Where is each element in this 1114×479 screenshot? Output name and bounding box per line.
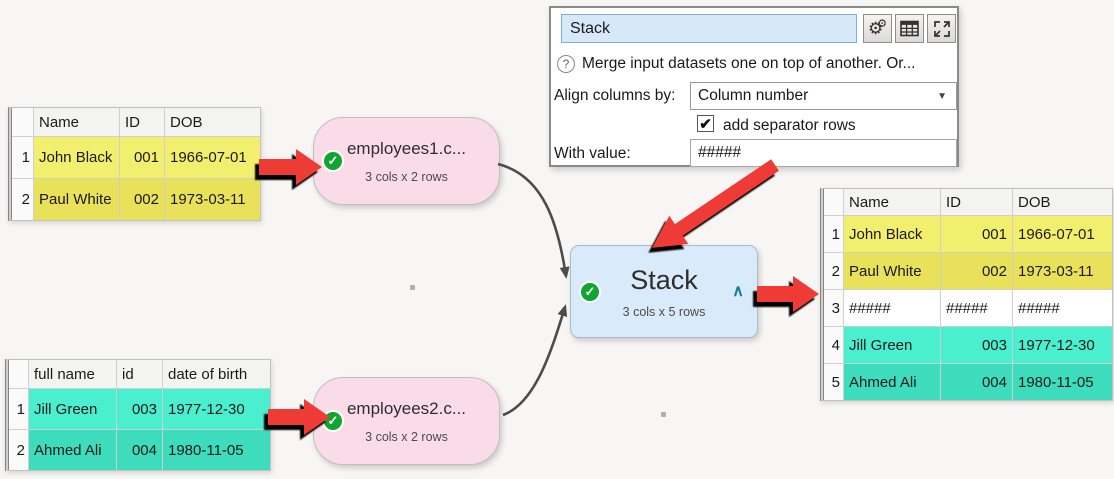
table-cell: Paul White [34,179,119,220]
row-number: 4 [824,327,843,363]
table-cell: 1980-11-05 [163,430,270,470]
table-cell: Paul White [844,253,940,289]
column-header: Name [34,108,119,136]
table-cell: 1973-03-11 [165,179,260,220]
table-cell: 1973-03-11 [1013,253,1112,289]
table-cell: ##### [1013,290,1112,326]
table-cell: Ahmed Ali [29,430,116,470]
expand-button[interactable] [927,14,956,43]
column-header: DOB [165,108,260,136]
table-cell: 1966-07-01 [1013,216,1112,252]
column-header: DOB [1013,189,1112,215]
table-cell: Jill Green [29,389,116,429]
output-table: Name ID DOB 1 John Black 001 1966-07-01 … [820,188,1113,401]
add-separator-rows-label: add separator rows [723,117,856,134]
column-header: id [117,360,162,388]
selected-option: Column number [698,87,809,104]
node-dimensions: 3 cols x 2 rows [365,429,448,444]
gear-icon: ⚙ [867,19,884,38]
column-header: ID [941,189,1012,215]
table-cell: 001 [941,216,1012,252]
row-number: 2 [12,179,33,220]
connector-employees2-to-stack [502,304,568,417]
row-number: 1 [12,137,33,178]
corner-header [824,189,843,215]
table-cell: 003 [941,327,1012,363]
node-title: Stack [630,264,698,295]
row-number: 2 [824,253,843,289]
corner-header [9,360,28,388]
table-icon [900,20,919,37]
table-cell: ##### [941,290,1012,326]
row-number: 3 [824,290,843,326]
status-ok-icon: ✓ [322,410,344,432]
stack-properties-panel: Stack ⚙ ⚙ ? Merge inp [549,6,959,167]
table-cell: John Black [844,216,940,252]
node-dimensions: 3 cols x 2 rows [365,169,448,184]
column-header: Name [844,189,940,215]
table-cell: 003 [117,389,162,429]
table-cell: 1966-07-01 [165,137,260,178]
table-cell: 1977-12-30 [163,389,270,429]
annotation-arrow-stack-to-output [757,276,819,312]
connector-employees1-to-stack [497,162,570,279]
table-cell: John Black [34,137,119,178]
table-view-button[interactable] [895,14,924,43]
transform-name-input[interactable]: Stack [561,14,857,43]
chevron-down-icon: ▼ [937,91,947,102]
row-number: 1 [9,389,28,429]
add-separator-rows-checkbox[interactable]: ✔ [697,115,714,133]
settings-button[interactable]: ⚙ ⚙ [863,14,892,43]
column-header: date of birth [163,360,270,388]
expand-icon [933,20,950,37]
canvas-grid-dot [410,285,415,290]
align-columns-label: Align columns by: [554,87,676,104]
caret-up-icon: ∧ [732,282,744,300]
column-header: full name [29,360,116,388]
with-value-label: With value: [554,145,631,162]
table-cell: 1980-11-05 [1013,364,1112,400]
row-number: 1 [824,216,843,252]
node-title: employees1.c... [346,138,467,158]
row-number: 5 [824,364,843,400]
status-ok-icon: ✓ [579,280,601,303]
table-cell: 1977-12-30 [1013,327,1112,363]
corner-header [12,108,33,136]
table-cell: Ahmed Ali [844,364,940,400]
with-value-input[interactable]: ##### [690,139,957,167]
column-header: ID [120,108,164,136]
node-employees2[interactable]: ✓ employees2.c... 3 cols x 2 rows [313,377,500,465]
align-columns-select[interactable]: Column number ▼ [690,82,957,110]
node-employees1[interactable]: ✓ employees1.c... 3 cols x 2 rows [313,117,500,205]
row-number: 2 [9,430,28,470]
gear-icon: ⚙ [877,17,888,30]
table-cell: Jill Green [844,327,940,363]
node-title: employees2.c... [346,398,467,418]
table-cell: 004 [941,364,1012,400]
table-cell: 001 [120,137,164,178]
node-dimensions: 3 cols x 5 rows [622,304,706,319]
help-icon[interactable]: ? [557,55,575,73]
table-cell: 004 [117,430,162,470]
input-table-1: Name ID DOB 1 John Black 001 1966-07-01 … [8,107,261,221]
node-stack[interactable]: ✓ Stack 3 cols x 5 rows ∧ [570,245,758,338]
status-ok-icon: ✓ [322,150,344,172]
canvas-grid-dot [661,412,666,417]
checkmark-icon: ✔ [699,115,712,133]
input-table-2: full name id date of birth 1 Jill Green … [5,359,271,471]
help-text: Merge input datasets one on top of anoth… [582,55,916,72]
table-cell: ##### [844,290,940,326]
table-cell: 002 [120,179,164,220]
table-cell: 002 [941,253,1012,289]
